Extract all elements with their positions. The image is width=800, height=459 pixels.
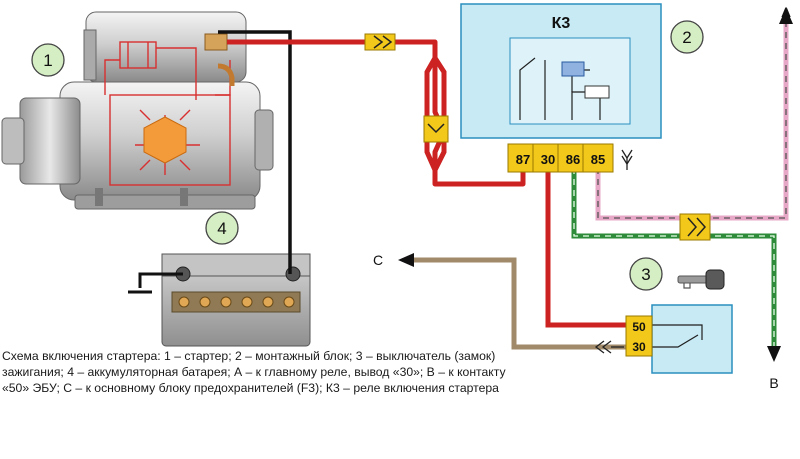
callout-1: 1 [31,43,65,77]
key-icon [677,269,725,290]
relay-pin-30: 30 [541,152,555,167]
relay-pin-86: 86 [566,152,580,167]
wire-green-b [571,168,777,350]
terminal-c-label: С [373,252,383,268]
arrow-b [767,346,781,362]
svg-text:3: 3 [641,265,650,284]
wire-red-switch [545,168,626,328]
arrow-c [398,253,414,267]
svg-text:4: 4 [217,219,226,238]
figure-caption: Схема включения стартера: 1 – стартер; 2… [2,348,522,396]
connector [423,115,449,143]
connector-symbol-icon [621,149,633,170]
battery [128,253,311,347]
relay-pin-block [507,143,614,173]
arrow-a [779,8,793,24]
mounting-block [460,3,662,139]
switch-pin-30: 30 [632,340,646,354]
relay-title: К3 [552,15,571,32]
switch-pin-50: 50 [632,320,646,334]
caption-text: Схема включения стартера: 1 – стартер; 2… [2,349,506,395]
callout-2: 2 [670,20,704,54]
connector-symbol-icon [594,340,624,354]
svg-text:1: 1 [43,51,52,70]
starter-motor [1,11,274,210]
relay-pin-85: 85 [591,152,605,167]
connector [679,213,711,241]
svg-text:2: 2 [682,28,691,47]
wire-black-battery [218,30,292,274]
terminal-b-label: В [769,375,778,391]
callout-3: 3 [629,257,663,291]
callout-4: 4 [205,211,239,245]
ignition-switch [625,304,733,374]
terminal-a-label: А [781,4,791,20]
relay-pin-87: 87 [516,152,530,167]
connector [364,33,396,51]
wire-brown-c [412,257,626,350]
